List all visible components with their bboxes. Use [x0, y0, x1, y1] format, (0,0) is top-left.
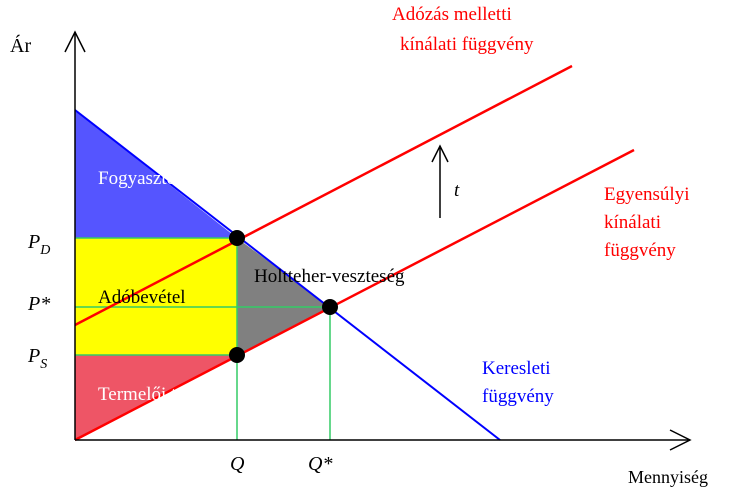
equilibrium-supply-curve — [74, 148, 635, 442]
tax-supply-label-line2: kínálati függvény — [400, 34, 534, 55]
y-axis-label: Ár — [10, 34, 31, 57]
deadweight-loss-region — [237, 238, 330, 355]
pd-label: PD — [27, 231, 50, 258]
ps-label: PS — [27, 345, 47, 372]
y-axis-arrow-icon — [64, 30, 86, 53]
demand-curve — [74, 109, 501, 441]
x-axis-arrow-icon — [669, 429, 692, 451]
q-label: Q — [230, 453, 245, 475]
eq-supply-label-line1: Egyensúlyi — [604, 184, 690, 205]
tax-supply-curve — [74, 64, 573, 327]
tax-supply-label-line1: Adózás melletti — [392, 4, 512, 25]
pstar-label: P* — [27, 293, 50, 315]
tax-shift-arrow-icon — [431, 144, 449, 163]
demand-label-line1: Keresleti — [482, 358, 551, 379]
deadweight-loss-label: Holtteher-veszteség — [254, 266, 405, 287]
producer-surplus-label: Termelői többlet — [98, 384, 225, 405]
demand-label-line2: függvény — [482, 386, 554, 407]
equilibrium-dot — [322, 299, 338, 315]
tax-shift-label: t — [454, 180, 460, 201]
tax-revenue-label: Adóbevétel — [98, 287, 186, 308]
eq-supply-label-line2: kínálati — [604, 212, 661, 233]
qstar-label: Q* — [308, 453, 332, 475]
consumer-surplus-label: Fogyasztói többlet — [98, 168, 240, 189]
eq-supply-label-line3: függvény — [604, 240, 676, 261]
pd-intersection-dot — [229, 230, 245, 246]
x-axis-label: Mennyiség — [628, 467, 708, 487]
ps-intersection-dot — [229, 347, 245, 363]
tax-revenue-region — [75, 238, 237, 355]
